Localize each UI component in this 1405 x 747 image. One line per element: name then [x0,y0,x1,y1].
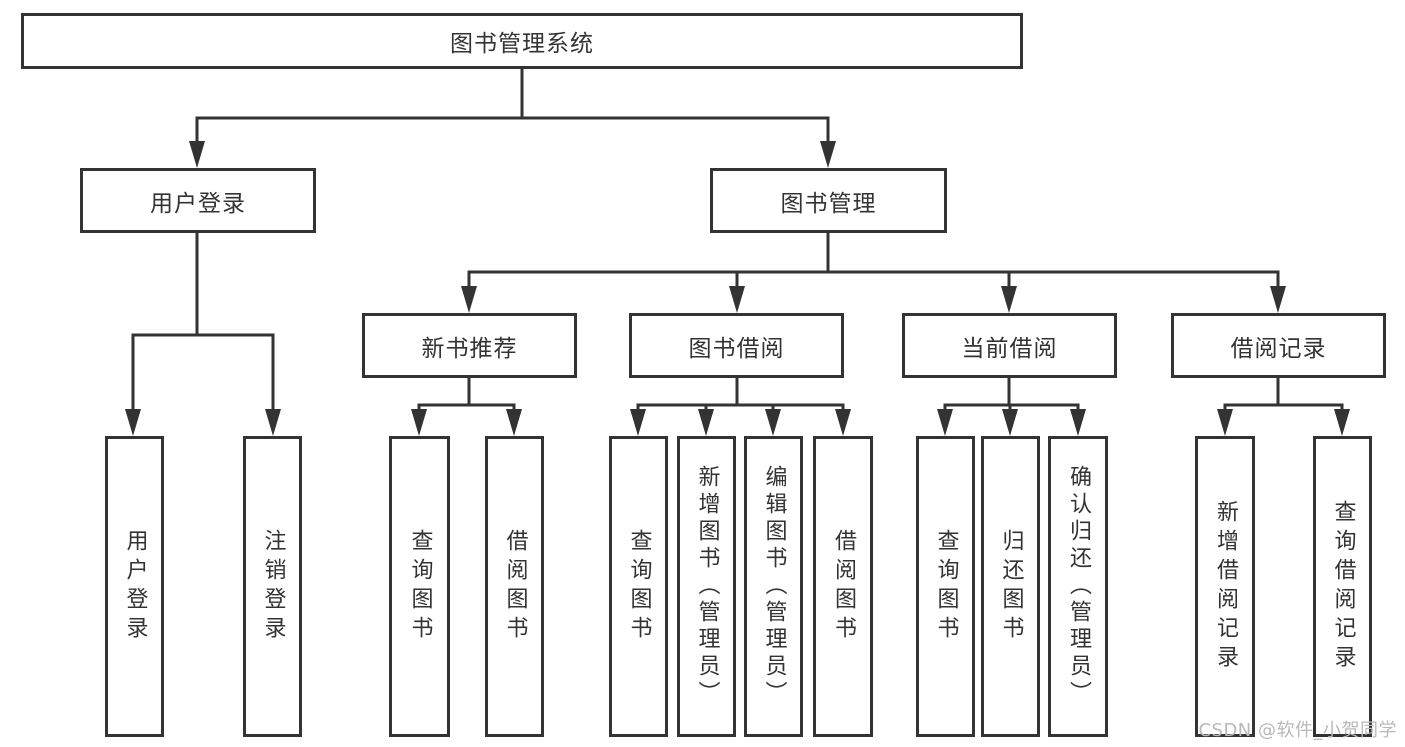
node-user-login: 用户登录 [80,168,316,233]
leaf-confirm-return-admin: 确认归还（管理员） [1048,436,1108,737]
leaf-label: 确认归还（管理员） [1066,465,1091,708]
leaf-query-books-recommend: 查询图书 [389,436,450,737]
node-book-management: 图书管理 [710,168,947,233]
leaf-query-books-current: 查询图书 [916,436,975,737]
leaf-label: 查询图书 [407,528,433,645]
leaf-label: 查询图书 [626,528,652,645]
leaf-label: 注销登录 [260,528,286,645]
leaf-add-borrow-record: 新增借阅记录 [1195,436,1255,737]
leaf-label: 借阅图书 [502,528,528,645]
node-book-borrow: 图书借阅 [629,313,844,378]
node-current-borrow: 当前借阅 [902,313,1117,378]
leaf-label: 查询图书 [933,528,959,645]
leaf-borrow-books-recommend: 借阅图书 [485,436,544,737]
leaf-logout: 注销登录 [243,436,302,737]
leaf-query-borrow-record: 查询借阅记录 [1313,436,1372,737]
leaf-label: 归还图书 [998,528,1024,645]
leaf-query-books: 查询图书 [609,436,668,737]
node-new-book-recommend: 新书推荐 [362,313,577,378]
leaf-edit-books-admin: 编辑图书（管理员） [744,436,803,737]
node-borrow-records: 借阅记录 [1171,313,1386,378]
leaf-label: 借阅图书 [831,528,856,645]
leaf-label: 编辑图书（管理员） [761,465,787,708]
leaf-user-login: 用户登录 [105,436,164,737]
leaf-borrow-books: 借阅图书 [813,436,873,737]
leaf-label: 新增借阅记录 [1213,499,1238,674]
leaf-add-books-admin: 新增图书（管理员） [677,436,736,737]
leaf-label: 查询借阅记录 [1330,499,1356,674]
csdn-watermark: CSDN @软件_小贺同学 [1198,720,1397,741]
leaf-return-books: 归还图书 [981,436,1040,737]
node-root-system: 图书管理系统 [21,13,1023,69]
leaf-label: 用户登录 [122,528,148,645]
leaf-label: 新增图书（管理员） [694,465,720,708]
